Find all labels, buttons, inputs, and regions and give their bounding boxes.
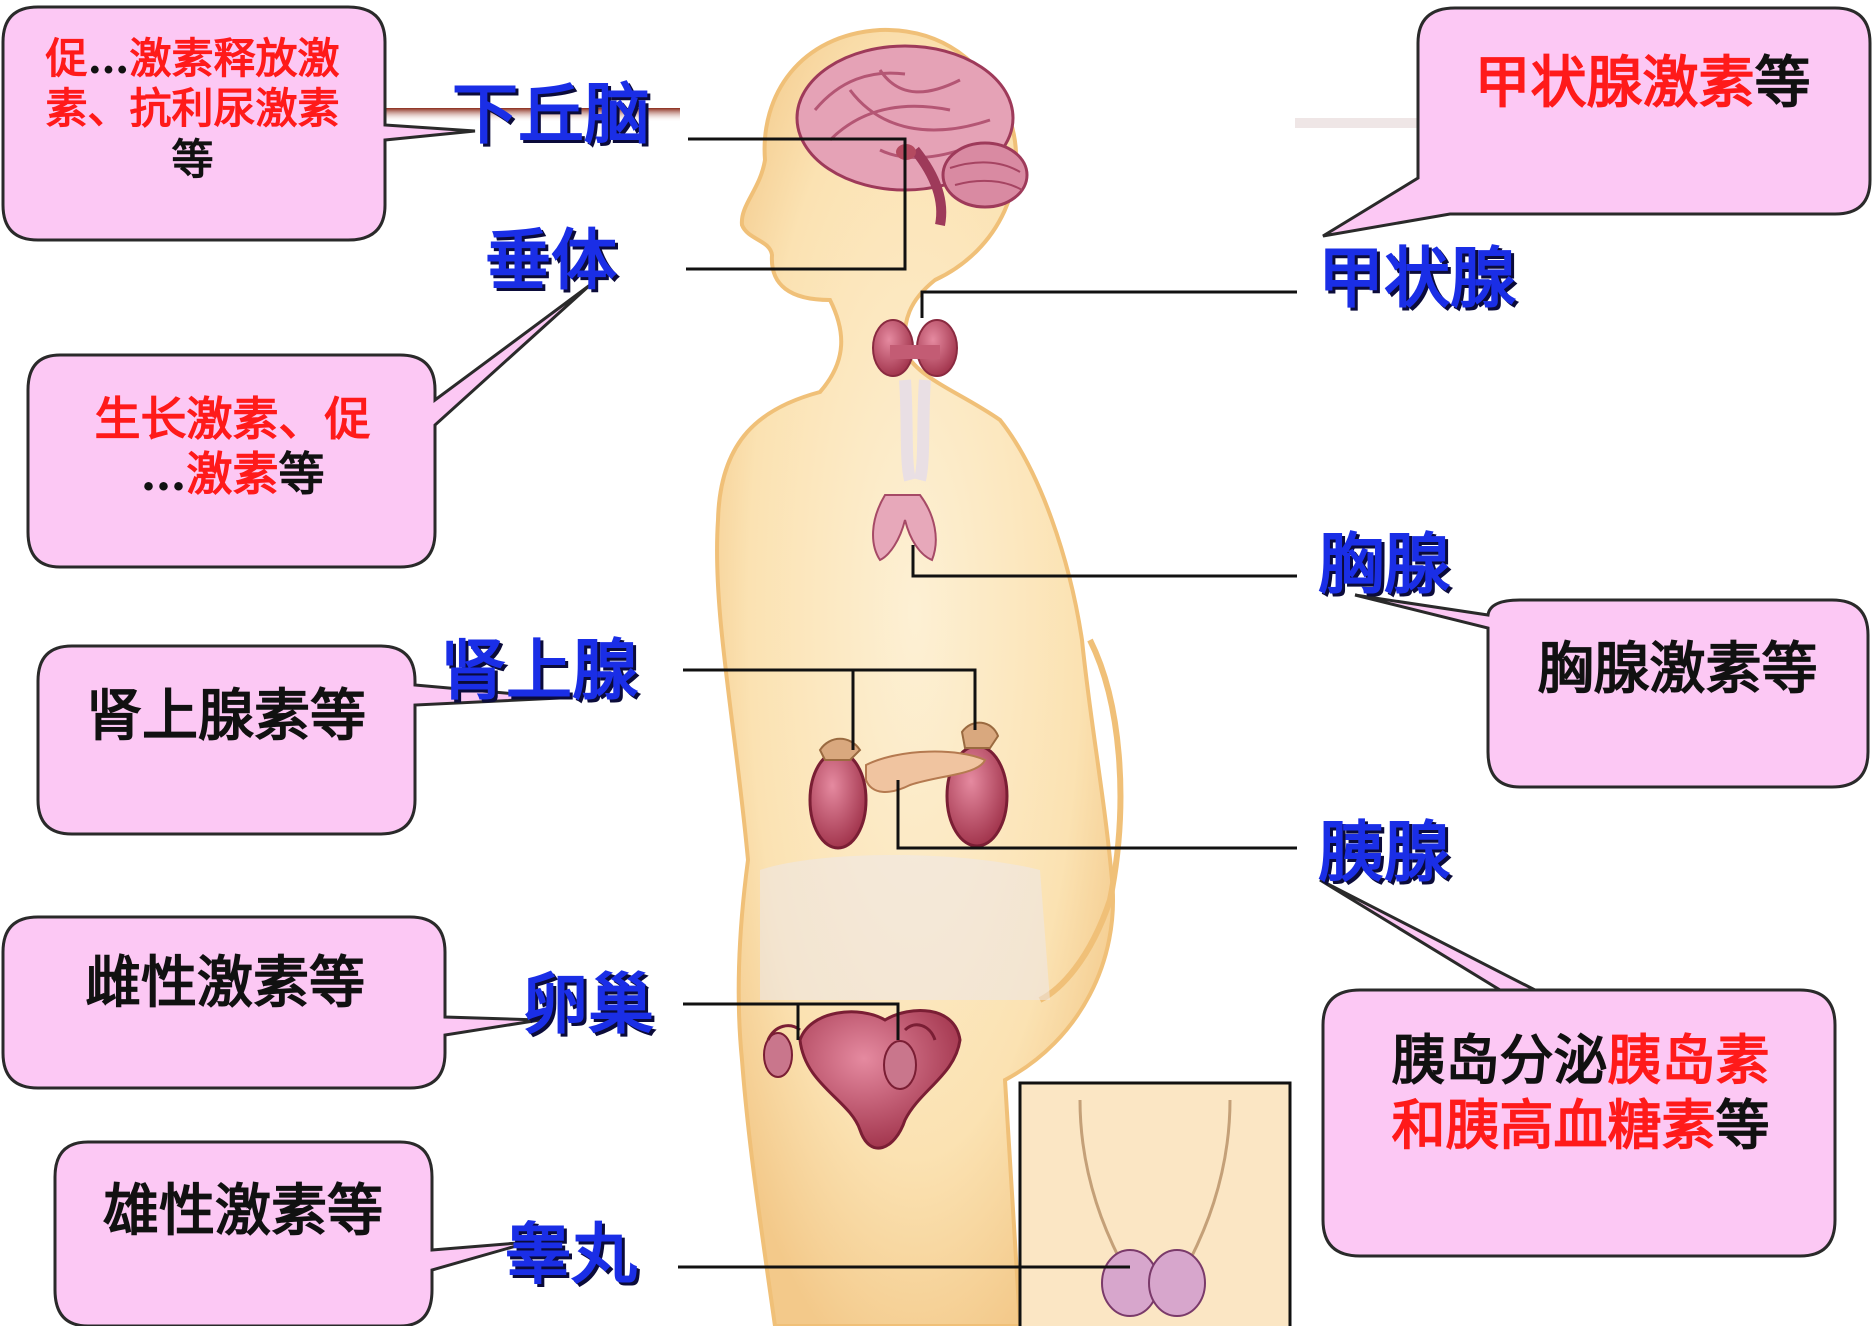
callout-text-ovary: 雌性激素等	[85, 950, 365, 1016]
thymus-illustration	[872, 494, 937, 562]
testis-inset	[1018, 1081, 1292, 1326]
abdomen-shade	[760, 855, 1050, 1000]
bubble-pituitary	[26, 283, 592, 569]
bubble-adrenal	[36, 644, 561, 836]
label-hypothalamus: 下丘脑	[452, 76, 650, 153]
line-thyroid	[920, 290, 1297, 318]
label-adrenal: 肾上腺	[440, 632, 638, 709]
brain-illustration	[795, 44, 1029, 226]
line-adrenal	[683, 668, 977, 750]
leader-lines	[678, 137, 1297, 1269]
bubble-thyroid	[1322, 6, 1872, 238]
kidney-pancreas-illustration	[808, 721, 1009, 850]
thyroid-illustration	[872, 319, 958, 482]
label-pancreas: 胰腺	[1318, 814, 1450, 891]
callout-text-thyroid: 甲状腺激素等	[1474, 50, 1811, 116]
callout-bubbles	[1, 5, 1872, 1326]
label-thymus: 胸腺	[1318, 526, 1450, 603]
line-ovary	[683, 1002, 900, 1040]
header-band-left	[360, 108, 680, 122]
label-ovary: 卵巢	[522, 966, 654, 1043]
bubble-hypothalamus	[1, 5, 476, 242]
callout-text-pituitary: 生长激素、促 …激素等	[94, 392, 371, 502]
callout-text-thymus: 胸腺激素等	[1537, 636, 1818, 702]
arm-outline	[1038, 638, 1124, 1003]
label-thyroid: 甲状腺	[1318, 240, 1516, 317]
line-thymus	[911, 545, 1297, 578]
line-pituitary	[686, 152, 907, 271]
callout-text-adrenal: 肾上腺素等	[86, 683, 366, 749]
bubble-pancreas	[1319, 878, 1837, 1258]
body-silhouette	[715, 27, 1124, 1326]
bubble-thymus	[1354, 593, 1870, 789]
label-testis: 睾丸	[505, 1216, 637, 1293]
line-hypothalamus	[688, 137, 907, 152]
callout-text-testis: 雄性激素等	[103, 1178, 383, 1244]
line-pancreas	[896, 780, 1297, 850]
bubble-ovary	[1, 915, 541, 1090]
label-pituitary: 垂体	[485, 222, 617, 299]
uterus-ovary-illustration	[763, 1009, 962, 1150]
callout-text-hypothalamus: 促…激素释放激 素、抗利尿激素 等	[45, 34, 340, 184]
callout-text-pancreas: 胰岛分泌胰岛素 和胰高血糖素等	[1391, 1028, 1770, 1157]
